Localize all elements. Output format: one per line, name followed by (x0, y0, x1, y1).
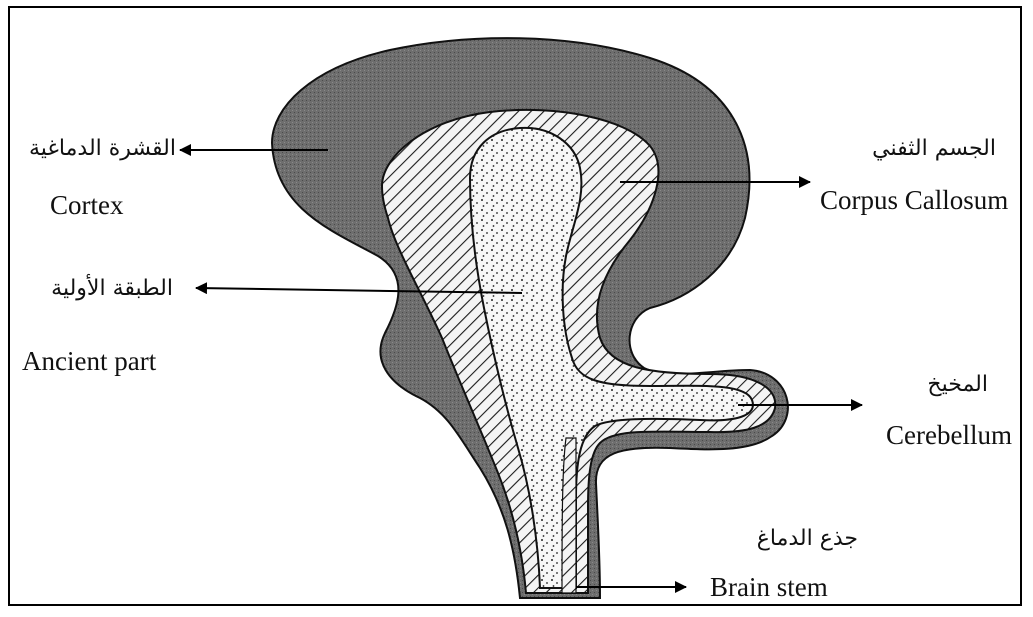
cerebellum-label-english: Cerebellum (886, 422, 1012, 449)
brain-layers-diagram (10, 8, 1022, 606)
corpus-callosum-label-arabic: الجسم الثفني (856, 138, 996, 160)
cortex-label-english: Cortex (50, 192, 124, 219)
cerebellum-label-arabic: المخيخ (908, 374, 988, 396)
stem-hatch-strip (562, 438, 576, 593)
diagram-frame: القشرة الدماغية Cortex الجسم الثفني Corp… (8, 6, 1022, 606)
cortex-label-arabic: القشرة الدماغية (18, 138, 176, 160)
brain-stem-label-english: Brain stem (710, 574, 828, 601)
corpus-callosum-label-english: Corpus Callosum (820, 187, 1008, 214)
brain-stem-label-arabic: جذع الدماغ (730, 528, 858, 550)
ancient-part-label-arabic: الطبقة الأولية (28, 278, 173, 300)
ancient-part-label-english: Ancient part (22, 348, 156, 375)
